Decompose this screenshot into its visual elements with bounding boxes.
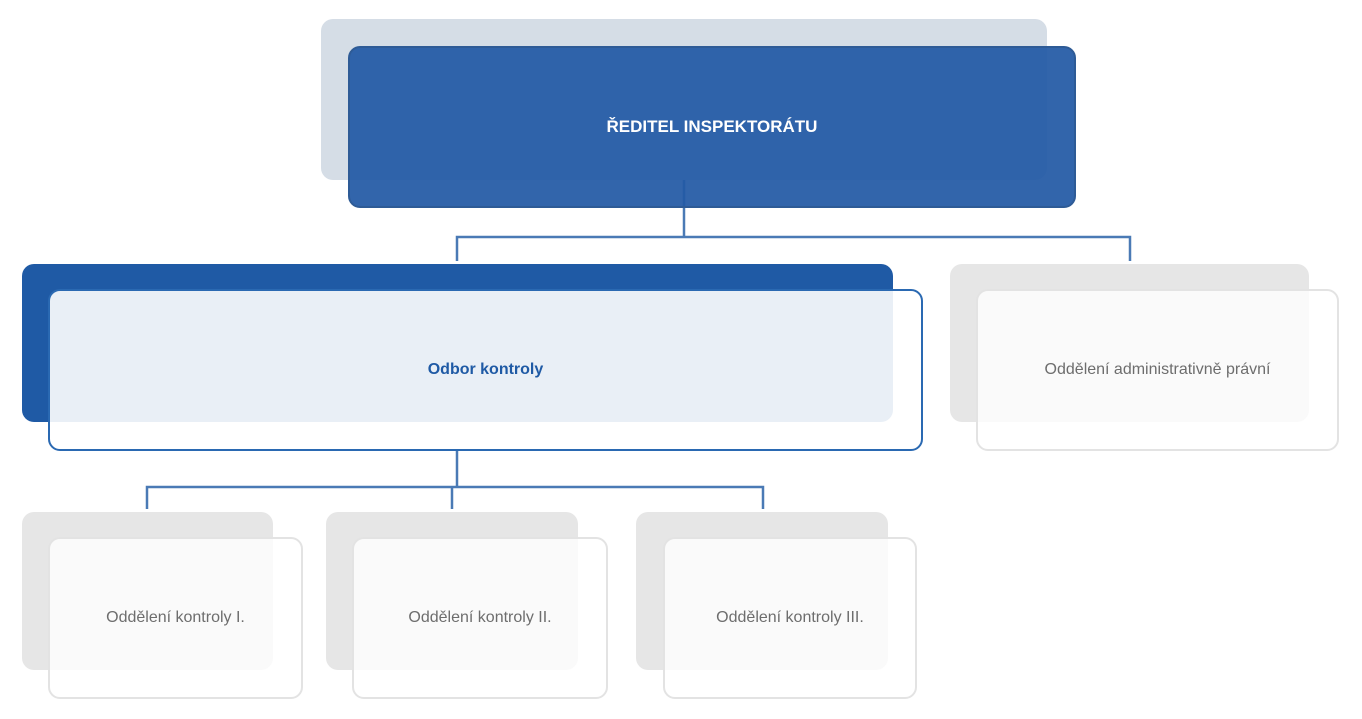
kontroly-2-label: Oddělení kontroly II. <box>408 609 552 626</box>
kontroly-3-label: Oddělení kontroly III. <box>716 609 864 626</box>
connector-odbor-to-sections <box>145 451 765 509</box>
odbor-kontroly-box <box>48 289 923 451</box>
kontroly-2-box <box>352 537 608 699</box>
administrativne-pravni-label: Oddělení administrativně právní <box>1044 361 1271 378</box>
kontroly-3-box <box>663 537 917 699</box>
kontroly-1-box <box>48 537 303 699</box>
kontroly-1-label: Oddělení kontroly I. <box>106 609 245 626</box>
director-box <box>348 46 1076 208</box>
director-label: ŘEDITEL INSPEKTORÁTU <box>606 117 818 136</box>
administrativne-pravni-box <box>976 289 1339 451</box>
odbor-kontroly-label: Odbor kontroly <box>427 361 544 378</box>
